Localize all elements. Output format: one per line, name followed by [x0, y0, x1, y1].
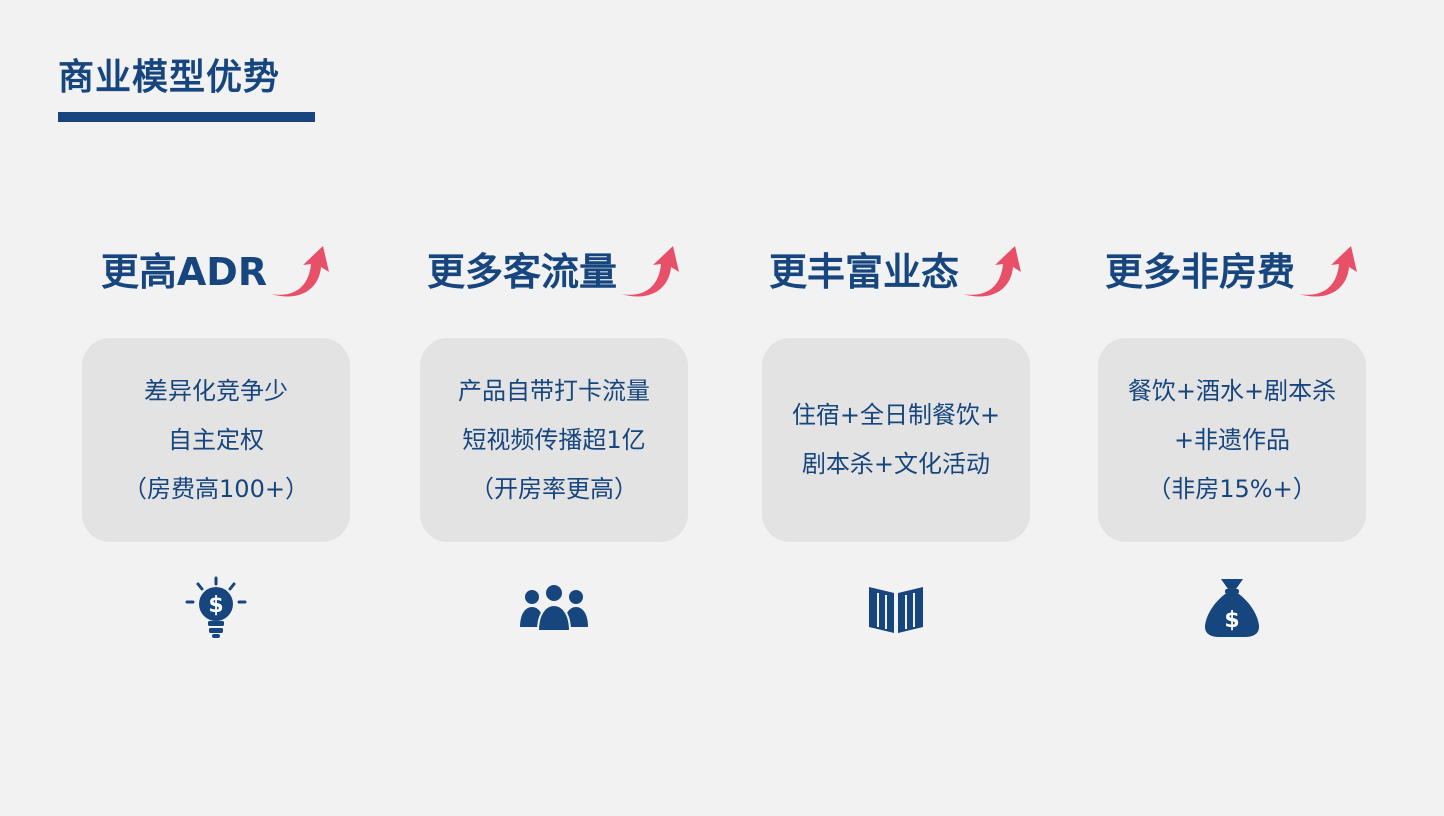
- card-line: （房费高100+）: [123, 474, 309, 503]
- people-group-icon: [518, 574, 590, 642]
- column-more-non-room-revenue: 更多非房费 餐饮+酒水+剧本杀 +非遗作品 （非房15%+） $: [1082, 234, 1382, 654]
- up-arrow-icon: [1297, 242, 1359, 302]
- title-block: 商业模型优势: [58, 52, 315, 122]
- column-heading: 更多非房费: [1082, 234, 1382, 310]
- dollar-lightbulb-icon: $: [180, 574, 252, 642]
- money-bag-icon: $: [1196, 574, 1268, 642]
- feature-card: 住宿+全日制餐饮+ 剧本杀+文化活动: [762, 338, 1030, 542]
- column-heading-text: 更多非房费: [1104, 250, 1295, 294]
- card-line: 剧本杀+文化活动: [801, 450, 991, 478]
- card-line: 餐饮+酒水+剧本杀: [1127, 376, 1337, 405]
- feature-card: 差异化竞争少 自主定权 （房费高100+）: [82, 338, 350, 542]
- column-richer-business: 更丰富业态 住宿+全日制餐饮+ 剧本杀+文化活动: [746, 234, 1046, 654]
- card-line: 自主定权: [168, 425, 264, 454]
- column-heading: 更高ADR: [66, 234, 366, 310]
- up-arrow-icon: [961, 242, 1023, 302]
- column-heading-text: 更多客流量: [426, 250, 617, 294]
- column-heading: 更多客流量: [404, 234, 704, 310]
- column-heading-text: 更丰富业态: [768, 250, 959, 294]
- column-more-traffic: 更多客流量 产品自带打卡流量 短视频传播超1亿 （开房率更高）: [404, 234, 704, 654]
- feature-card: 产品自带打卡流量 短视频传播超1亿 （开房率更高）: [420, 338, 688, 542]
- open-book-icon: [860, 574, 932, 642]
- card-line: （开房率更高）: [470, 474, 638, 503]
- column-heading: 更丰富业态: [746, 234, 1046, 310]
- card-line: （非房15%+）: [1147, 474, 1317, 503]
- column-heading-text: 更高ADR: [100, 250, 268, 294]
- card-line: 差异化竞争少: [144, 376, 288, 405]
- svg-text:$: $: [1224, 608, 1239, 633]
- card-line: 短视频传播超1亿: [462, 425, 646, 454]
- page-title: 商业模型优势: [58, 57, 281, 98]
- card-line: 产品自带打卡流量: [458, 376, 650, 405]
- up-arrow-icon: [619, 242, 681, 302]
- card-line: 住宿+全日制餐饮+: [791, 401, 1001, 429]
- up-arrow-icon: [269, 242, 331, 302]
- title-underline: [58, 112, 315, 122]
- feature-card: 餐饮+酒水+剧本杀 +非遗作品 （非房15%+）: [1098, 338, 1366, 542]
- svg-text:$: $: [208, 593, 223, 618]
- card-line: +非遗作品: [1173, 425, 1291, 454]
- column-higher-adr: 更高ADR 差异化竞争少 自主定权 （房费高100+） $: [66, 234, 366, 654]
